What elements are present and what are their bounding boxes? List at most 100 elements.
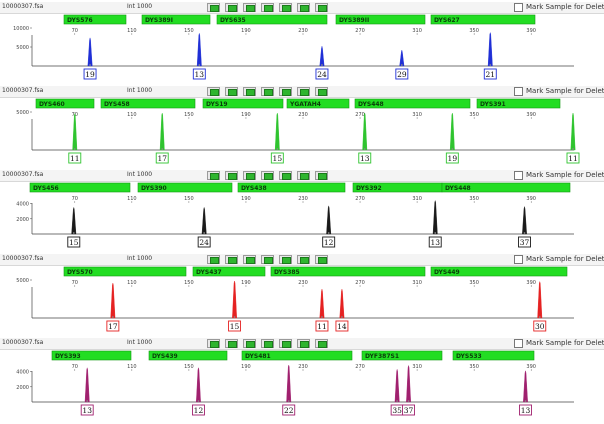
locus-bar[interactable] — [35, 98, 95, 109]
locus-bar[interactable] — [335, 14, 426, 25]
allele-peak[interactable] — [406, 365, 411, 403]
allele-peak[interactable] — [232, 280, 237, 319]
toolbar-button[interactable] — [261, 171, 274, 180]
allele-peak[interactable] — [274, 112, 280, 151]
allele-peak[interactable] — [570, 112, 576, 151]
allele-call-box[interactable] — [519, 404, 532, 416]
locus-bar[interactable] — [51, 350, 132, 361]
toolbar-button[interactable] — [297, 171, 310, 180]
toolbar-button[interactable] — [243, 3, 256, 12]
toolbar-button[interactable] — [279, 255, 292, 264]
toolbar-button[interactable] — [225, 339, 238, 348]
toolbar-button[interactable] — [297, 255, 310, 264]
toolbar-button[interactable] — [225, 87, 238, 96]
allele-peak[interactable] — [110, 282, 116, 319]
toolbar-button[interactable] — [315, 339, 328, 348]
locus-bar[interactable] — [216, 14, 328, 25]
toolbar-button[interactable] — [243, 171, 256, 180]
locus-bar[interactable] — [441, 182, 571, 193]
toolbar-button[interactable] — [315, 87, 328, 96]
allele-peak[interactable] — [319, 46, 325, 67]
locus-bar[interactable] — [452, 350, 535, 361]
allele-peak[interactable] — [432, 200, 438, 235]
allele-call-box[interactable] — [395, 68, 409, 80]
toolbar-button[interactable] — [225, 255, 238, 264]
allele-peak[interactable] — [522, 206, 527, 235]
toolbar-button[interactable] — [315, 3, 328, 12]
allele-call-box[interactable] — [566, 152, 580, 164]
allele-peak[interactable] — [326, 205, 332, 235]
allele-peak[interactable] — [394, 369, 400, 403]
toolbar-button[interactable] — [207, 87, 220, 96]
allele-peak[interactable] — [286, 364, 292, 403]
toolbar-button[interactable] — [207, 171, 220, 180]
allele-call-box[interactable] — [155, 152, 169, 164]
allele-peak[interactable] — [523, 370, 528, 403]
toolbar-button[interactable] — [207, 339, 220, 348]
locus-bar[interactable] — [100, 98, 196, 109]
locus-bar[interactable] — [29, 182, 131, 193]
locus-bar[interactable] — [354, 98, 471, 109]
allele-call-box[interactable] — [533, 320, 547, 332]
allele-call-box[interactable] — [106, 320, 120, 332]
allele-call-box[interactable] — [228, 320, 241, 332]
locus-bar[interactable] — [237, 182, 346, 193]
allele-peak[interactable] — [196, 367, 201, 403]
allele-peak[interactable] — [71, 207, 77, 235]
toolbar-button[interactable] — [207, 3, 220, 12]
allele-call-box[interactable] — [518, 236, 531, 248]
toolbar-button[interactable] — [297, 3, 310, 12]
locus-bar[interactable] — [430, 266, 568, 277]
allele-peak[interactable] — [399, 49, 405, 67]
allele-call-box[interactable] — [315, 320, 329, 332]
mark-deletion-checkbox[interactable] — [514, 171, 523, 180]
allele-peak[interactable] — [487, 32, 493, 67]
toolbar-button[interactable] — [261, 339, 274, 348]
toolbar-button[interactable] — [225, 171, 238, 180]
toolbar-button[interactable] — [225, 3, 238, 12]
allele-peak[interactable] — [84, 367, 90, 403]
toolbar-button[interactable] — [315, 255, 328, 264]
allele-peak[interactable] — [159, 112, 165, 151]
allele-peak[interactable] — [449, 112, 455, 151]
locus-bar[interactable] — [476, 98, 561, 109]
allele-peak[interactable] — [196, 33, 202, 67]
locus-bar[interactable] — [63, 266, 187, 277]
toolbar-button[interactable] — [243, 87, 256, 96]
toolbar-button[interactable] — [315, 171, 328, 180]
allele-call-box[interactable] — [80, 404, 94, 416]
locus-bar[interactable] — [141, 14, 211, 25]
toolbar-button[interactable] — [243, 255, 256, 264]
allele-call-box[interactable] — [68, 152, 82, 164]
locus-bar[interactable] — [286, 98, 350, 109]
toolbar-button[interactable] — [279, 171, 292, 180]
toolbar-button[interactable] — [207, 255, 220, 264]
locus-bar[interactable] — [148, 350, 228, 361]
allele-call-box[interactable] — [445, 152, 459, 164]
allele-peak[interactable] — [362, 112, 368, 151]
locus-bar[interactable] — [270, 266, 426, 277]
allele-call-box[interactable] — [483, 68, 497, 80]
allele-peak[interactable] — [537, 281, 543, 319]
allele-call-box[interactable] — [67, 236, 81, 248]
mark-deletion-checkbox[interactable] — [514, 339, 523, 348]
locus-bar[interactable] — [241, 350, 353, 361]
allele-call-box[interactable] — [322, 236, 336, 248]
toolbar-button[interactable] — [243, 339, 256, 348]
allele-call-box[interactable] — [315, 68, 329, 80]
locus-bar[interactable] — [202, 98, 284, 109]
allele-call-box[interactable] — [197, 236, 211, 248]
allele-call-box[interactable] — [192, 68, 206, 80]
allele-call-box[interactable] — [428, 236, 442, 248]
toolbar-button[interactable] — [261, 255, 274, 264]
toolbar-button[interactable] — [279, 3, 292, 12]
locus-bar[interactable] — [63, 14, 127, 25]
mark-deletion-checkbox[interactable] — [514, 255, 523, 264]
allele-peak[interactable] — [201, 207, 207, 235]
allele-call-box[interactable] — [358, 152, 372, 164]
toolbar-button[interactable] — [297, 339, 310, 348]
toolbar-button[interactable] — [261, 3, 274, 12]
allele-peak[interactable] — [319, 289, 325, 319]
allele-call-box[interactable] — [192, 404, 205, 416]
allele-call-box[interactable] — [83, 68, 97, 80]
